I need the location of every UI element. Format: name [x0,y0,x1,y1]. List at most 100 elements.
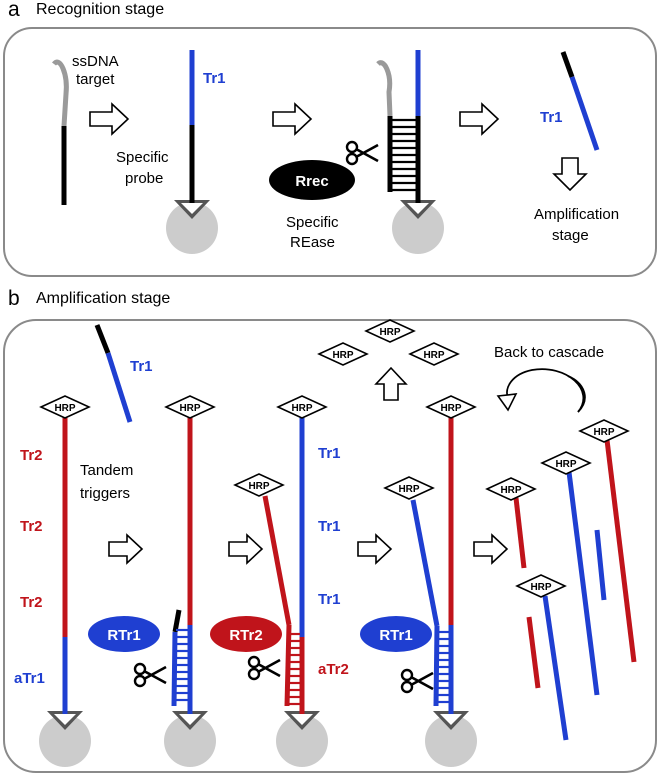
free-tr2-strand [604,439,637,663]
rtr1-label: RTr1 [107,627,140,644]
hrp-tag: HRP [515,574,567,598]
rtr2-cleavage-complex [262,416,328,767]
base-pair-rungs [392,118,416,192]
arrow-right-icon [228,533,264,565]
hybrid-complex [376,50,444,254]
hrp-tag: HRP [383,476,435,500]
bead [39,715,91,767]
bead [164,715,216,767]
ssdna-target [52,59,69,205]
atr2-label: aTr2 [318,661,349,678]
panel-a-frame [3,27,657,277]
base-pair-rungs [289,632,300,706]
hrp-label: HRP [54,403,75,414]
arrow-down-icon [552,157,588,192]
tandem-trigger-probe [39,416,91,767]
hrp-label: HRP [530,582,551,593]
hrp-tag: HRP [408,342,460,366]
ssdna-label-line1: ssDNA [72,53,119,70]
rtr1-enzyme [360,616,432,652]
hrp-label: HRP [398,484,419,495]
amplification-label-line2: stage [552,227,589,244]
hrp-tag: HRP [578,419,630,443]
scissors-icon [400,668,434,694]
rtr1-enzyme [88,616,160,652]
arrow-right-icon [357,533,393,565]
hrp-label: HRP [423,350,444,361]
hrp-tag: HRP [364,319,416,343]
target-flap-strand [376,60,393,117]
hrp-tag: HRP [39,395,91,419]
free-tr2-strand [513,497,527,569]
panel-a-title: Recognition stage [36,1,164,18]
arrow-right-icon [108,533,144,565]
tr1-label: Tr1 [318,445,341,462]
rrec-enzyme [269,160,355,200]
free-tr1-strand [94,324,133,423]
free-tr1-strand [542,595,569,741]
cascade-products [513,439,637,741]
scissors-icon [345,140,379,166]
scissors-icon [247,655,281,681]
hrp-tag: HRP [540,451,592,475]
arrow-up-icon [374,366,408,401]
hrp-tag: HRP [233,473,285,497]
specific-probe [166,50,218,254]
hrp-label: HRP [500,485,521,496]
rtr1-cleavage-complex-2 [410,416,477,767]
hrp-label: HRP [291,403,312,414]
panel-b-title: Amplification stage [36,290,170,307]
arrow-right-icon [89,102,130,136]
tr2-label: Tr2 [20,447,43,464]
rtr1-cleavage-complex-1 [164,416,216,767]
hrp-label: HRP [332,350,353,361]
hrp-tag: HRP [485,477,537,501]
tandem-label-line1: Tandem [80,462,133,479]
arrow-right-icon [473,533,509,565]
hrp-label: HRP [248,481,269,492]
tr2-label: Tr2 [20,594,43,611]
back-to-cascade-label: Back to cascade [494,344,604,361]
hrp-tag: HRP [317,342,369,366]
rease-label-line2: REase [290,234,335,251]
hrp-label: HRP [379,327,400,338]
loop-arrowhead-icon [496,393,518,412]
released-tr1-label: Tr1 [540,109,563,126]
bead [425,715,477,767]
atr1-label: aTr1 [14,670,45,687]
bead [392,202,444,254]
base-pair-rungs [176,628,188,702]
hrp-tag: HRP [425,395,477,419]
bead [276,715,328,767]
ssdna-label-line2: target [76,71,115,88]
panel-b-frame [3,319,657,773]
scissors-icon [133,662,167,688]
bead [166,202,218,254]
tr1-label: Tr1 [318,518,341,535]
rrec-label: Rrec [295,173,328,190]
free-tr1-strand [594,529,607,601]
panel-b-letter: b [8,287,20,310]
tandem-label-line2: triggers [80,485,130,502]
hrp-tag: HRP [276,395,328,419]
cascade-loop-arrow [506,368,585,413]
amplification-label-line1: Amplification [534,206,619,223]
hrp-label: HRP [179,403,200,414]
hrp-tag: HRP [164,395,216,419]
probe-label-line1: Specific [116,149,169,166]
rtr1-label: RTr1 [379,627,412,644]
free-tr1-label: Tr1 [130,358,153,375]
free-tr2-strand [526,616,541,689]
arrow-right-icon [459,102,500,136]
probe-label-line2: probe [125,170,163,187]
base-pair-rungs [438,630,449,704]
hrp-label: HRP [555,459,576,470]
rease-label-line1: Specific [286,214,339,231]
tr2-label: Tr2 [20,518,43,535]
panel-a-letter: a [8,0,20,21]
target-flap-strand [52,59,69,127]
tr1-label: Tr1 [318,591,341,608]
released-tr1-strand [560,51,600,151]
rtr2-enzyme [210,616,282,652]
